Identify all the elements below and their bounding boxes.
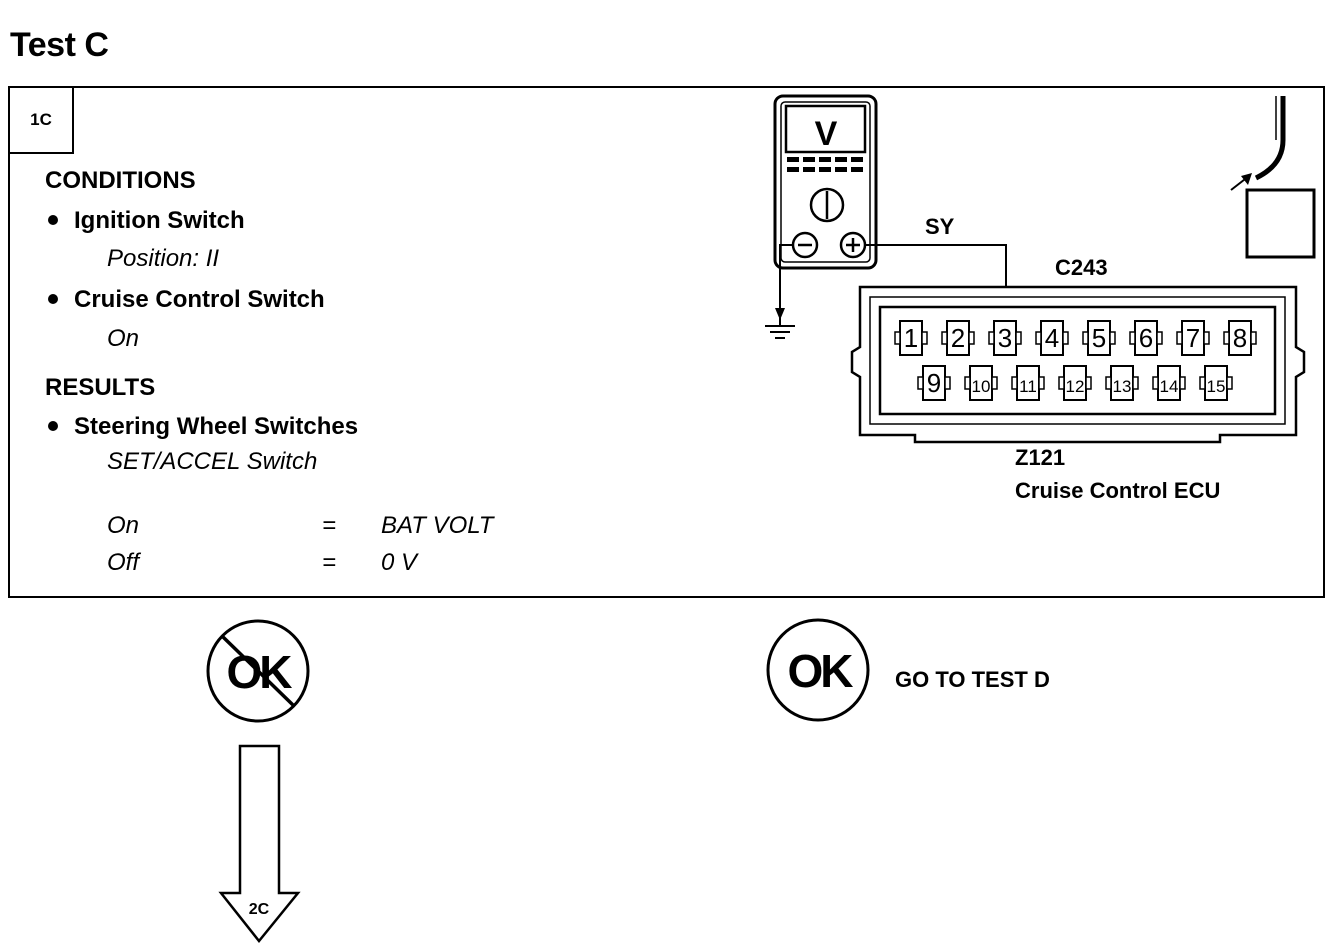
ground-icon <box>765 325 795 339</box>
conditions-heading: CONDITIONS <box>45 167 196 194</box>
pin-label: 3 <box>998 323 1012 353</box>
bullet-icon <box>48 214 58 225</box>
test-panel <box>8 86 1325 598</box>
condition-item-cruise: Cruise Control Switch <box>48 286 325 314</box>
pin-label: 7 <box>1186 323 1200 353</box>
result-item-switches: Steering Wheel Switches <box>48 413 358 441</box>
bullet-icon <box>48 420 58 431</box>
ok-symbol: OK <box>788 645 854 697</box>
component-id: Z121 <box>1015 445 1065 470</box>
negative-lead <box>779 244 793 325</box>
connector-pin: 9 <box>917 365 951 401</box>
connector-pin: 12 <box>1058 365 1092 401</box>
pin-label: 1 <box>904 323 918 353</box>
condition-detail: On <box>107 325 140 352</box>
pin-label: 14 <box>1160 377 1179 396</box>
result-state-on: On <box>107 512 140 539</box>
down-arrow-icon: 2C <box>218 744 301 943</box>
pin-label: 4 <box>1045 323 1059 353</box>
results-heading: RESULTS <box>45 374 156 401</box>
pin-label: 12 <box>1066 377 1085 396</box>
pin-label: 9 <box>927 368 941 398</box>
condition-detail: Position: II <box>107 245 220 272</box>
connector-pin: 11 <box>1011 365 1045 401</box>
connector-pin: 15 <box>1199 365 1233 401</box>
connector-pin: 3 <box>988 320 1022 356</box>
pin-label: 6 <box>1139 323 1153 353</box>
result-detail: SET/ACCEL Switch <box>107 448 318 475</box>
not-ok-icon: OK <box>206 619 310 723</box>
ok-icon: OK <box>766 618 870 722</box>
next-step-label: 2C <box>249 901 270 918</box>
result-value-on: BAT VOLT <box>381 512 494 539</box>
connector-pin: 6 <box>1129 320 1163 356</box>
connector-pin: 1 <box>894 320 928 356</box>
pin-label: 10 <box>972 377 991 396</box>
pin-label: 13 <box>1113 377 1132 396</box>
result-value-off: 0 V <box>381 549 418 576</box>
ok-action: GO TO TEST D <box>895 667 1050 692</box>
connector-pin: 14 <box>1152 365 1186 401</box>
result-equals: = <box>322 512 337 539</box>
page-title: Test C <box>10 26 109 64</box>
connector-pin: 7 <box>1176 320 1210 356</box>
pin-label: 8 <box>1233 323 1247 353</box>
lead-arrow-icon <box>775 308 785 320</box>
multimeter-icon: V <box>773 94 878 270</box>
connector-body <box>850 285 1306 444</box>
condition-item-ignition: Ignition Switch <box>48 207 245 235</box>
bullet-icon <box>48 293 58 304</box>
connector-pin: 2 <box>941 320 975 356</box>
connector-pin: 13 <box>1105 365 1139 401</box>
result-label: Steering Wheel Switches <box>74 413 359 440</box>
condition-label: Ignition Switch <box>74 207 245 234</box>
pin-label: 5 <box>1092 323 1106 353</box>
pin-label: 11 <box>1019 377 1037 396</box>
result-equals: = <box>322 549 337 576</box>
pin-label: 15 <box>1207 377 1226 396</box>
result-state-off: Off <box>107 549 140 576</box>
step-id-box: 1C <box>8 86 74 154</box>
wiring-harness-icon <box>1230 96 1316 259</box>
connector-pin: 5 <box>1082 320 1116 356</box>
connector-pin: 10 <box>964 365 998 401</box>
connector-id: C243 <box>1055 255 1108 280</box>
connector-pin: 8 <box>1223 320 1257 356</box>
meter-symbol: V <box>815 115 838 153</box>
pin-label: 2 <box>951 323 965 353</box>
connector-pin: 4 <box>1035 320 1069 356</box>
condition-label: Cruise Control Switch <box>74 286 325 313</box>
component-name: Cruise Control ECU <box>1015 478 1220 503</box>
step-id-label: 1C <box>30 110 52 129</box>
wire-label: SY <box>925 214 955 239</box>
